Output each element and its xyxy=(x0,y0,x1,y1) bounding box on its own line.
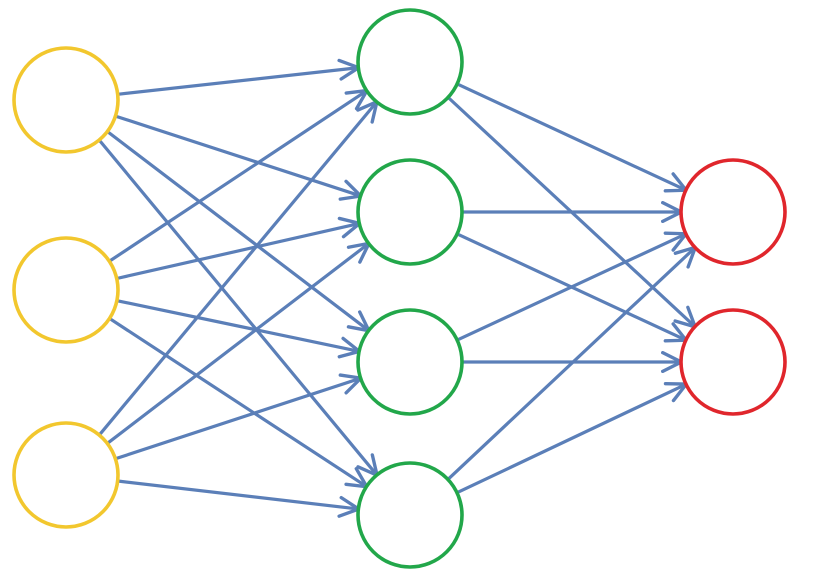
input-node-2 xyxy=(12,236,120,344)
input-2-to-hidden-2-edge xyxy=(115,216,362,281)
hidden-node-3 xyxy=(356,308,464,416)
hidden-1-to-output-1-edge xyxy=(455,82,688,193)
hidden-4-to-output-2-edge xyxy=(455,381,689,495)
hidden-node-1 xyxy=(356,8,464,116)
input-1-to-hidden-3-edge xyxy=(105,129,371,333)
hidden-node-2 xyxy=(356,158,464,266)
input-2-to-hidden-3-edge xyxy=(115,299,362,359)
input-node-1 xyxy=(12,46,120,154)
input-1-to-hidden-1-edge xyxy=(116,58,361,96)
input-2-to-hidden-4-edge xyxy=(107,316,369,489)
hidden-3-to-output-1-edge xyxy=(455,231,688,342)
input-2-to-hidden-1-edge xyxy=(107,88,369,263)
input-1-to-hidden-2-edge xyxy=(113,114,363,201)
hidden-4-to-output-1-edge xyxy=(446,245,698,482)
input-1-to-hidden-4-edge xyxy=(97,138,379,477)
input-node-3 xyxy=(12,421,120,529)
input-3-to-hidden-3-edge xyxy=(113,373,363,461)
output-node-2 xyxy=(679,308,787,416)
connection-layer xyxy=(97,58,698,518)
node-layer xyxy=(12,8,787,569)
input-3-to-hidden-1-edge xyxy=(97,99,379,437)
input-3-to-hidden-2-edge xyxy=(105,241,371,446)
output-node-1 xyxy=(679,158,787,266)
input-3-to-hidden-4-edge xyxy=(116,479,361,518)
hidden-node-4 xyxy=(356,461,464,569)
